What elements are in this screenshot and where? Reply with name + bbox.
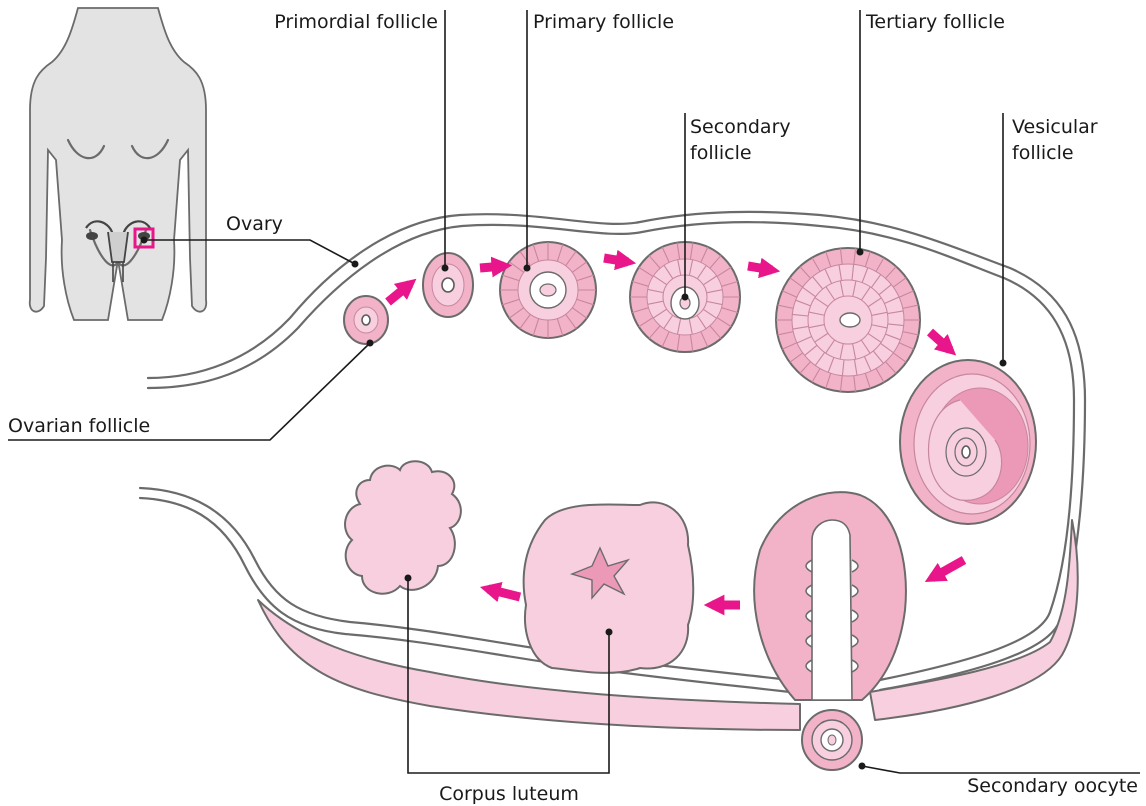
- label-secondary-oocyte: Secondary oocyte: [967, 775, 1138, 797]
- ovarian-follicle: [344, 296, 388, 344]
- label-ovary: Ovary: [226, 213, 283, 235]
- label-ovarian-follicle: Ovarian follicle: [8, 415, 150, 437]
- arrow-3-icon: [604, 258, 628, 262]
- arrow-6-icon: [932, 560, 964, 578]
- secondary-oocyte: [802, 710, 862, 770]
- corpus-luteum-small: [345, 461, 461, 593]
- primordial-follicle: [423, 253, 473, 317]
- tertiary-follicle: [776, 248, 920, 392]
- arrow-1-icon: [388, 284, 410, 302]
- vesicular-follicle: [900, 360, 1036, 524]
- arrow-2-icon: [480, 266, 504, 268]
- body-silhouette-inset: [30, 8, 207, 320]
- label-primary-follicle: Primary follicle: [533, 11, 674, 33]
- label-vesicular-follicle-line2: follicle: [1012, 142, 1074, 164]
- label-tertiary-follicle: Tertiary follicle: [865, 11, 1005, 33]
- arrow-8-icon: [488, 589, 520, 597]
- label-secondary-follicle-line1: Secondary: [690, 116, 791, 138]
- ruptured-follicle: [754, 492, 906, 700]
- label-vesicular-follicle-line1: Vesicular: [1012, 116, 1098, 138]
- label-secondary-follicle-line2: follicle: [690, 142, 752, 164]
- label-primordial-follicle: Primordial follicle: [274, 11, 438, 33]
- arrow-4-icon: [748, 266, 772, 270]
- arrow-5-icon: [930, 332, 950, 350]
- primary-follicle: [500, 242, 596, 338]
- label-corpus-luteum: Corpus luteum: [439, 783, 579, 805]
